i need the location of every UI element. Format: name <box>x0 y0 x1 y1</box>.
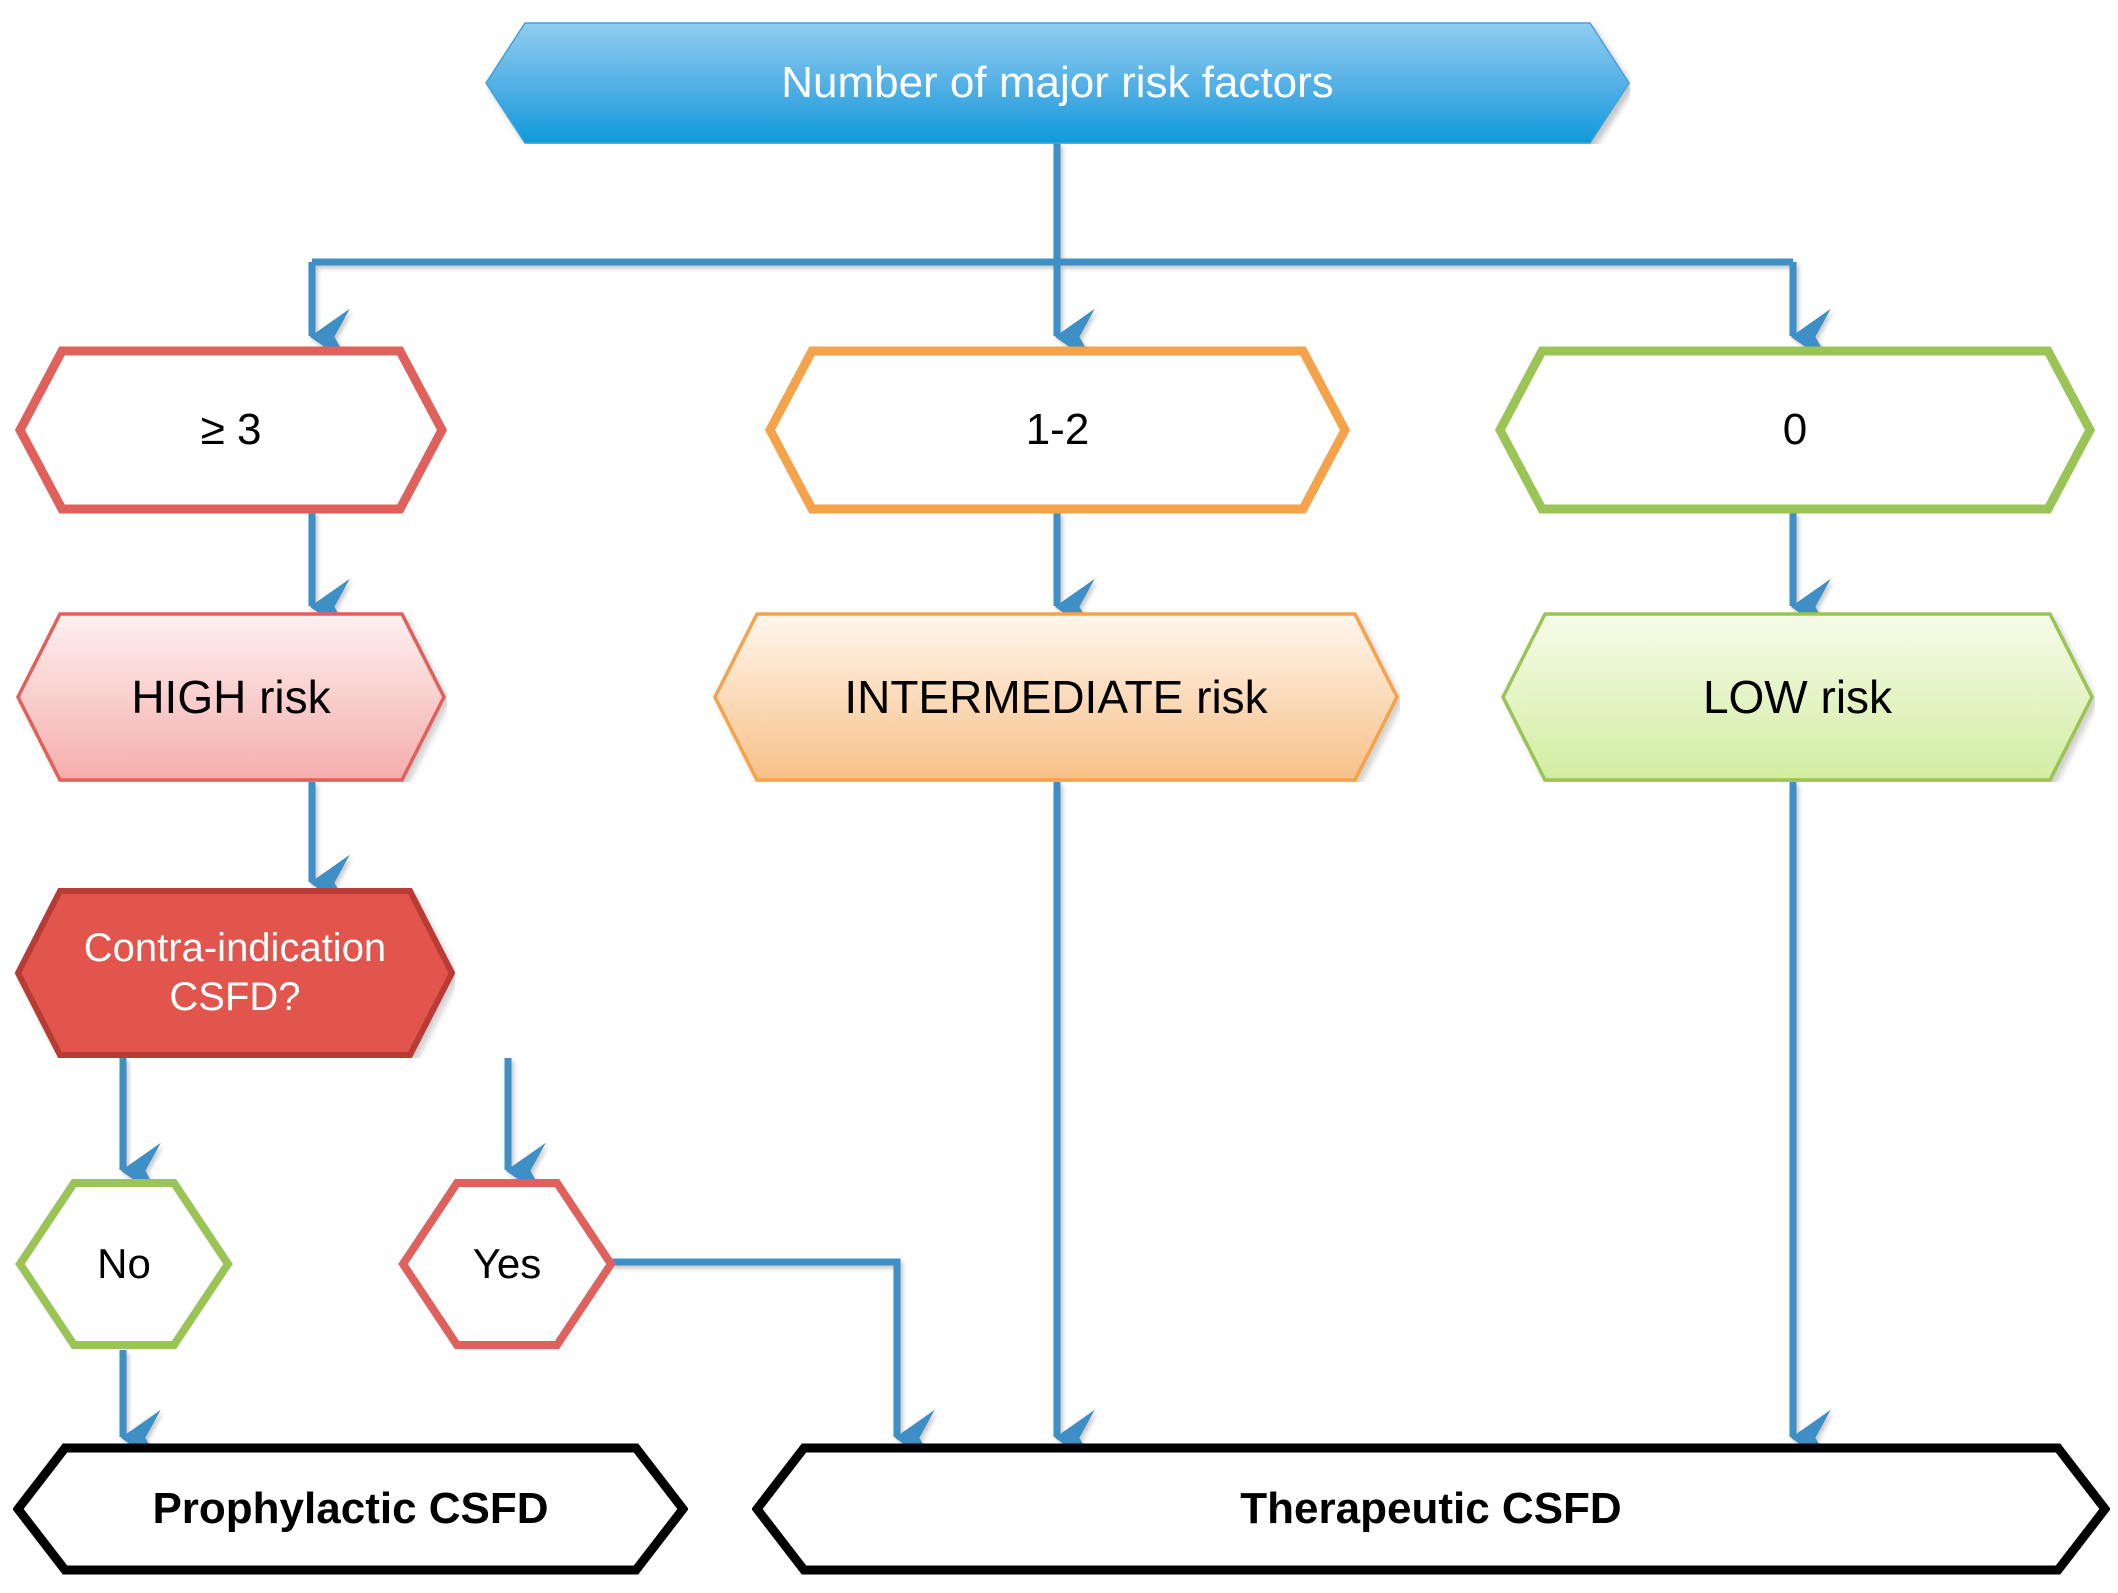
hexagon-shape <box>485 22 1630 144</box>
node-number-of-major-risk-factors[interactable]: Number of major risk factors <box>485 22 1630 144</box>
node-label: INTERMEDIATE risk <box>844 670 1268 723</box>
node-high-risk[interactable]: HIGH risk <box>15 612 447 782</box>
hexagon-shape <box>15 1179 233 1349</box>
node-zero[interactable]: 0 <box>1495 346 2095 514</box>
node-three-plus[interactable]: ≥ 3 <box>15 346 447 514</box>
node-label: ≥ 3 <box>200 405 262 455</box>
node-label: 0 <box>1782 405 1808 455</box>
node-answer-yes[interactable]: Yes <box>398 1178 616 1350</box>
node-one-two[interactable]: 1-2 <box>765 346 1350 514</box>
node-answer-no[interactable]: No <box>15 1178 233 1350</box>
node-label: Yes <box>472 1240 542 1288</box>
hexagon-shape <box>752 1443 2110 1575</box>
node-label: No <box>97 1240 151 1288</box>
node-prophylactic-csfd[interactable]: Prophylactic CSFD <box>13 1443 688 1575</box>
node-label: Therapeutic CSFD <box>1240 1484 1622 1534</box>
hexagon-shape <box>15 346 447 514</box>
hexagon-shape <box>13 1443 688 1575</box>
hexagon-shape <box>765 346 1350 514</box>
node-label: 1-2 <box>1025 405 1090 455</box>
node-label: HIGH risk <box>131 670 331 723</box>
node-label: Prophylactic CSFD <box>152 1484 549 1534</box>
node-label: LOW risk <box>1702 670 1893 723</box>
hexagon-shape <box>398 1179 616 1349</box>
node-label: Contra-indication CSFD? <box>83 926 387 1019</box>
hexagon-shape <box>1501 612 2094 782</box>
hexagon-shape <box>15 888 455 1058</box>
hexagon-shape <box>16 612 446 782</box>
node-therapeutic-csfd[interactable]: Therapeutic CSFD <box>752 1443 2110 1575</box>
edge-yes-to-therapeutic <box>612 1258 935 1466</box>
hexagon-shape <box>1495 346 2095 514</box>
node-label: Number of major risk factors <box>781 58 1334 108</box>
node-contraindication-csfd[interactable]: Contra-indication CSFD? <box>15 888 455 1058</box>
node-low-risk[interactable]: LOW risk <box>1500 612 2095 782</box>
node-intermediate-risk[interactable]: INTERMEDIATE risk <box>712 612 1400 782</box>
hexagon-shape <box>713 612 1399 782</box>
